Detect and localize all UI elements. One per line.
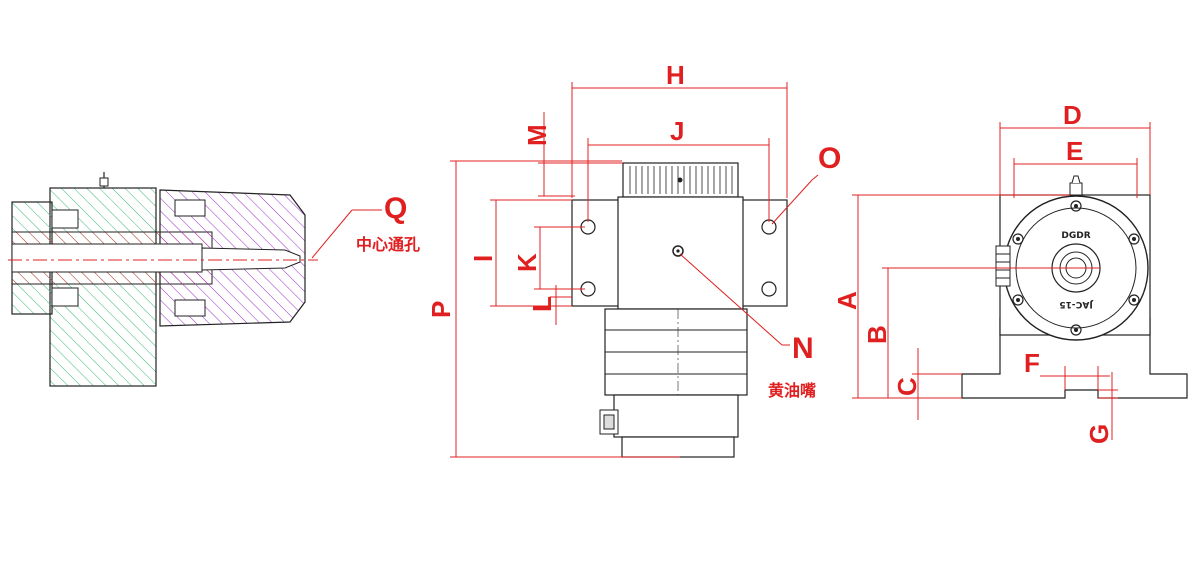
label-i: I <box>468 255 498 262</box>
label-f: F <box>1024 348 1040 378</box>
label-b: B <box>862 325 892 344</box>
nameplate-bottom: JAC-15 <box>1059 299 1093 309</box>
nameplate-top: DGDR <box>1061 231 1090 241</box>
front-view <box>450 82 819 458</box>
label-m: M <box>522 124 552 146</box>
label-p: P <box>426 301 456 318</box>
label-q: Q <box>384 192 407 225</box>
section-view <box>8 172 382 387</box>
label-a: A <box>832 291 862 310</box>
label-center-hole: 中心通孔 <box>356 235 420 254</box>
label-c: C <box>892 377 922 396</box>
label-g: G <box>1084 424 1114 444</box>
label-k: K <box>512 253 542 272</box>
label-h: H <box>666 60 685 90</box>
label-grease-nipple: 黄油嘴 <box>768 381 816 400</box>
label-n: N <box>792 332 814 365</box>
label-j: J <box>670 116 684 146</box>
label-e: E <box>1066 136 1083 166</box>
label-d: D <box>1063 100 1082 130</box>
side-view <box>852 122 1188 440</box>
label-o: O <box>818 142 841 175</box>
label-l: L <box>527 296 557 312</box>
